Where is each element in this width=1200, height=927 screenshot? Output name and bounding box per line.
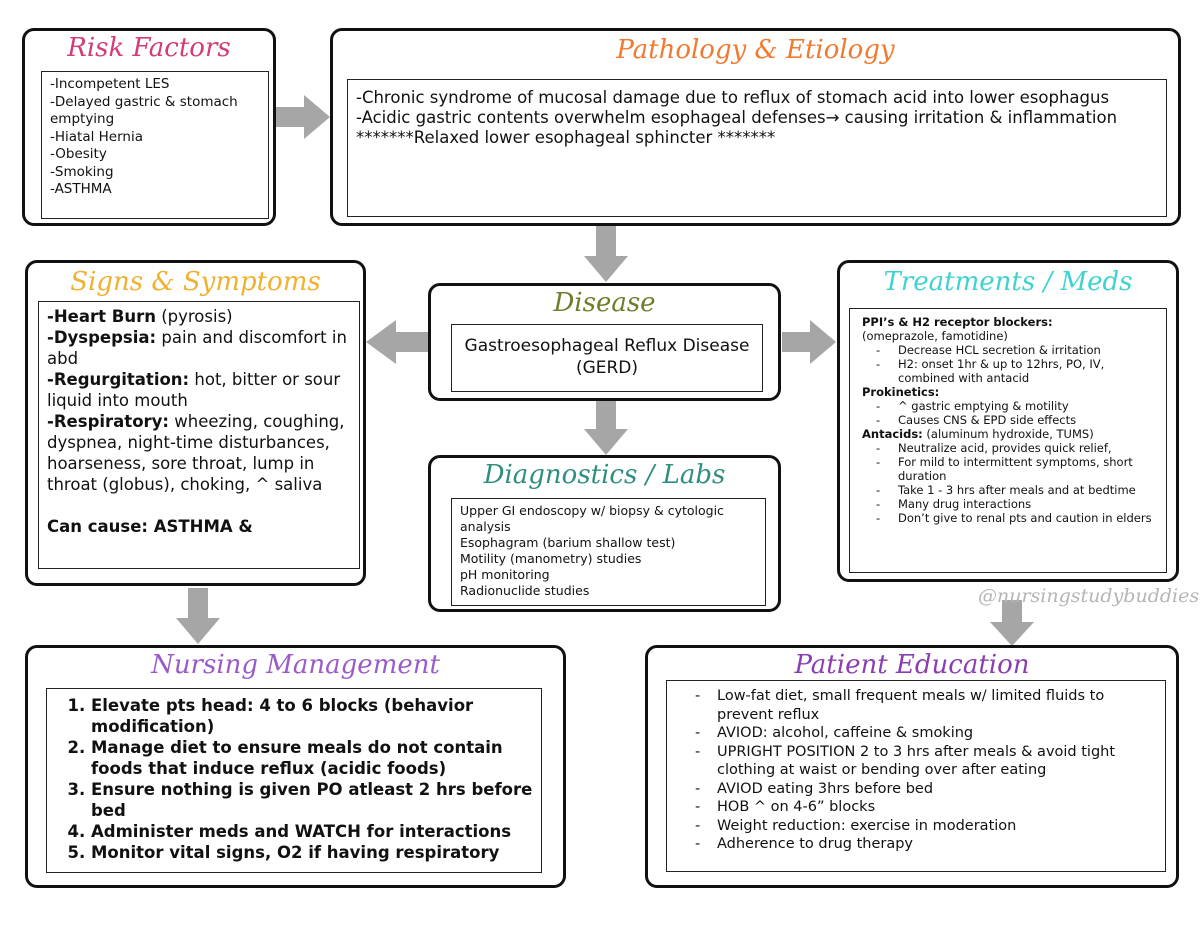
list-item: -Delayed gastric & stomach emptying: [50, 93, 238, 128]
list-item: *******Relaxed lower esophageal sphincte…: [356, 128, 776, 147]
education-title: Patient Education: [794, 650, 1030, 680]
arrow-down-icon: [584, 401, 628, 455]
list-item: -ASTHMA: [50, 181, 112, 197]
treatments-list: PPI’s & H2 receptor blockers: (omeprazol…: [849, 308, 1167, 573]
list-item: Decrease HCL secretion & irritation: [862, 343, 1154, 357]
arrow-right-icon: [782, 320, 836, 364]
list-item: Don’t give to renal pts and caution in e…: [862, 511, 1154, 525]
list-item: Radionuclide studies: [460, 583, 590, 598]
signs-symptoms-title: Signs & Symptoms: [70, 267, 321, 297]
list-item: -Obesity: [50, 146, 107, 162]
nursing-list: Elevate pts head: 4 to 6 blocks (behavio…: [46, 688, 542, 873]
list-item: -Respiratory: wheezing, coughing, dyspne…: [47, 412, 345, 494]
nursing-title: Nursing Management: [151, 650, 440, 680]
treatments-title: Treatments / Meds: [883, 267, 1133, 297]
signs-symptoms-list: -Heart Burn (pyrosis) -Dyspepsia: pain a…: [38, 301, 360, 569]
list-item: Elevate pts head: 4 to 6 blocks (behavio…: [91, 695, 533, 737]
list-item: AVIOD: alcohol, caffeine & smoking: [681, 724, 1151, 743]
arrow-left-icon: [366, 320, 428, 364]
list-item: Adherence to drug therapy: [681, 835, 1151, 854]
risk-factors-title: Risk Factors: [67, 33, 231, 63]
disease-name: Gastroesophageal Reflux Disease (GERD): [451, 324, 763, 392]
diagnostics-title: Diagnostics / Labs: [483, 460, 726, 490]
list-item: For mild to intermittent symptoms, short…: [862, 455, 1154, 483]
list-item: H2: onset 1hr & up to 12hrs, PO, IV, com…: [862, 357, 1154, 385]
list-item: Manage diet to ensure meals do not conta…: [91, 737, 533, 779]
list-item: Monitor vital signs, O2 if having respir…: [91, 842, 533, 863]
risk-factors-list: -Incompetent LES -Delayed gastric & stom…: [41, 71, 269, 219]
arrow-right-icon: [276, 95, 330, 139]
education-list: Low-fat diet, small frequent meals w/ li…: [666, 680, 1166, 872]
list-item: Take 1 - 3 hrs after meals and at bedtim…: [862, 483, 1154, 497]
list-item: pH monitoring: [460, 567, 550, 582]
list-item: Ensure nothing is given PO atleast 2 hrs…: [91, 779, 533, 821]
patient-education-panel: Patient Education Low-fat diet, small fr…: [645, 645, 1179, 888]
diagnostics-panel: Diagnostics / Labs Upper GI endoscopy w/…: [428, 455, 781, 612]
list-item: -Smoking: [50, 163, 114, 180]
list-item: -Incompetent LES: [50, 76, 170, 92]
group-heading: PPI’s & H2 receptor blockers:: [862, 315, 1053, 329]
list-item: -Dyspepsia: pain and discomfort in abd: [47, 328, 347, 368]
pathology-title: Pathology & Etiology: [616, 35, 895, 65]
group-subtitle: (aluminum hydroxide, TUMS): [922, 427, 1094, 441]
can-cause-text: Can cause: ASTHMA &: [47, 517, 253, 536]
arrow-down-icon: [990, 600, 1034, 646]
list-item: -Chronic syndrome of mucosal damage due …: [356, 88, 1110, 107]
nursing-management-panel: Nursing Management Elevate pts head: 4 t…: [25, 645, 566, 888]
signs-symptoms-panel: Signs & Symptoms -Heart Burn (pyrosis) -…: [25, 260, 366, 586]
list-item: HOB ^ on 4-6” blocks: [681, 798, 1151, 817]
disease-title: Disease: [553, 288, 656, 318]
watermark: @nursingstudybuddies: [978, 585, 1200, 607]
list-item: Many drug interactions: [862, 497, 1154, 511]
list-item: ^ gastric emptying & motility: [862, 399, 1154, 413]
arrow-down-icon: [176, 588, 220, 644]
list-item: -Acidic gastric contents overwhelm esoph…: [356, 108, 1118, 127]
list-item: -Hiatal Hernia: [50, 128, 144, 145]
list-item: Causes CNS & EPD side effects: [862, 413, 1154, 427]
list-item: Esophagram (barium shallow test): [460, 535, 676, 550]
list-item: AVIOD eating 3hrs before bed: [681, 780, 1151, 799]
list-item: Weight reduction: exercise in moderation: [681, 817, 1151, 836]
list-item: Administer meds and WATCH for interactio…: [91, 821, 533, 842]
pathology-panel: Pathology & Etiology -Chronic syndrome o…: [330, 28, 1181, 226]
list-item: -Heart Burn (pyrosis): [47, 307, 233, 326]
treatments-panel: Treatments / Meds PPI’s & H2 receptor bl…: [837, 260, 1179, 582]
group-heading: Prokinetics:: [862, 385, 940, 399]
pathology-list: -Chronic syndrome of mucosal damage due …: [347, 79, 1167, 217]
diagnostics-list: Upper GI endoscopy w/ biopsy & cytologic…: [451, 498, 766, 606]
list-item: Upper GI endoscopy w/ biopsy & cytologic…: [460, 503, 724, 534]
list-item: Neutralize acid, provides quick relief,: [862, 441, 1154, 455]
group-heading: Antacids:: [862, 427, 923, 441]
group-subtitle: (omeprazole, famotidine): [862, 329, 1008, 343]
risk-factors-panel: Risk Factors -Incompetent LES -Delayed g…: [22, 28, 276, 226]
list-item: UPRIGHT POSITION 2 to 3 hrs after meals …: [681, 743, 1151, 780]
disease-panel: Disease Gastroesophageal Reflux Disease …: [428, 283, 781, 401]
list-item: Low-fat diet, small frequent meals w/ li…: [681, 687, 1151, 724]
arrow-down-icon: [584, 226, 628, 282]
list-item: Motility (manometry) studies: [460, 551, 642, 566]
list-item: -Regurgitation: hot, bitter or sour liqu…: [47, 370, 341, 410]
